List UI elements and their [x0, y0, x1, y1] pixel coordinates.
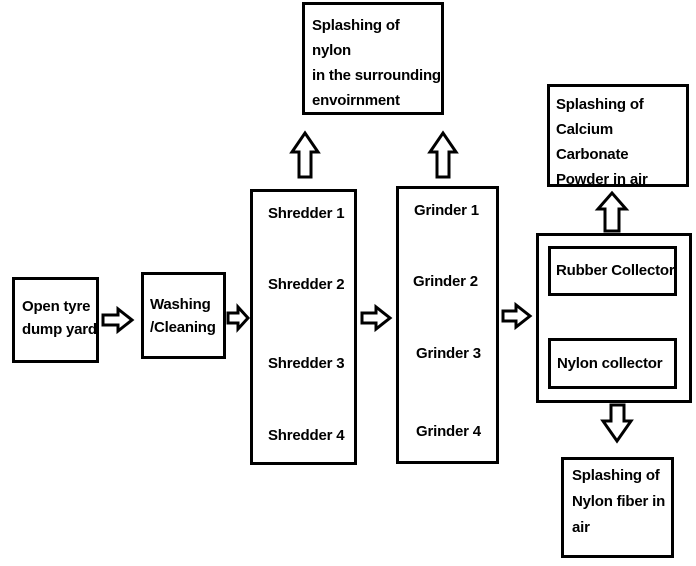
washing-cleaning-box — [141, 272, 226, 359]
arrow-washing-to-shredders — [226, 303, 251, 333]
splash-calcium-carbonate-box — [547, 84, 689, 187]
splash-nylon-environment-label: Splashing of nylon in the surrounding en… — [312, 17, 441, 109]
nylon-collector-box — [548, 338, 677, 389]
arrow-nylon-to-fiber-splash — [600, 403, 634, 444]
arrow-shredders-to-nylon-splash — [289, 130, 321, 179]
arrow-rubber-to-caco3-splash — [594, 190, 630, 233]
grinders-box — [396, 186, 499, 464]
splash-calcium-carbonate-label: Splashing of Calcium Carbonate Powder in… — [556, 96, 648, 188]
splash-nylon-fiber-label: Splashing of Nylon fiber in air — [572, 467, 666, 536]
arrow-yard-to-washing — [101, 305, 135, 335]
splash-nylon-environment-box — [302, 2, 444, 115]
shredder-1-label: Shredder 1 — [268, 205, 345, 222]
grinder-4-label: Grinder 4 — [416, 423, 481, 440]
shredder-2-label: Shredder 2 — [268, 276, 345, 293]
grinder-2-label: Grinder 2 — [413, 273, 478, 290]
arrow-shredders-to-grinders — [360, 303, 393, 333]
shredder-3-label: Shredder 3 — [268, 355, 345, 372]
arrow-grinders-to-nylon-splash — [427, 130, 459, 179]
rubber-collector-label: Rubber Collector — [556, 262, 675, 279]
open-tyre-dump-yard-box — [12, 277, 99, 363]
rubber-collector-box — [548, 246, 677, 296]
nylon-collector-label: Nylon collector — [557, 355, 663, 372]
shredder-4-label: Shredder 4 — [268, 427, 345, 444]
grinder-1-label: Grinder 1 — [414, 202, 479, 219]
washing-cleaning-label: Washing /Cleaning — [150, 296, 216, 336]
open-tyre-dump-yard-label: Open tyre dump yard — [22, 298, 97, 338]
grinder-3-label: Grinder 3 — [416, 345, 481, 362]
splash-nylon-fiber-box — [561, 457, 674, 558]
arrow-grinders-to-collectors — [501, 301, 533, 331]
shredders-box — [250, 189, 357, 465]
